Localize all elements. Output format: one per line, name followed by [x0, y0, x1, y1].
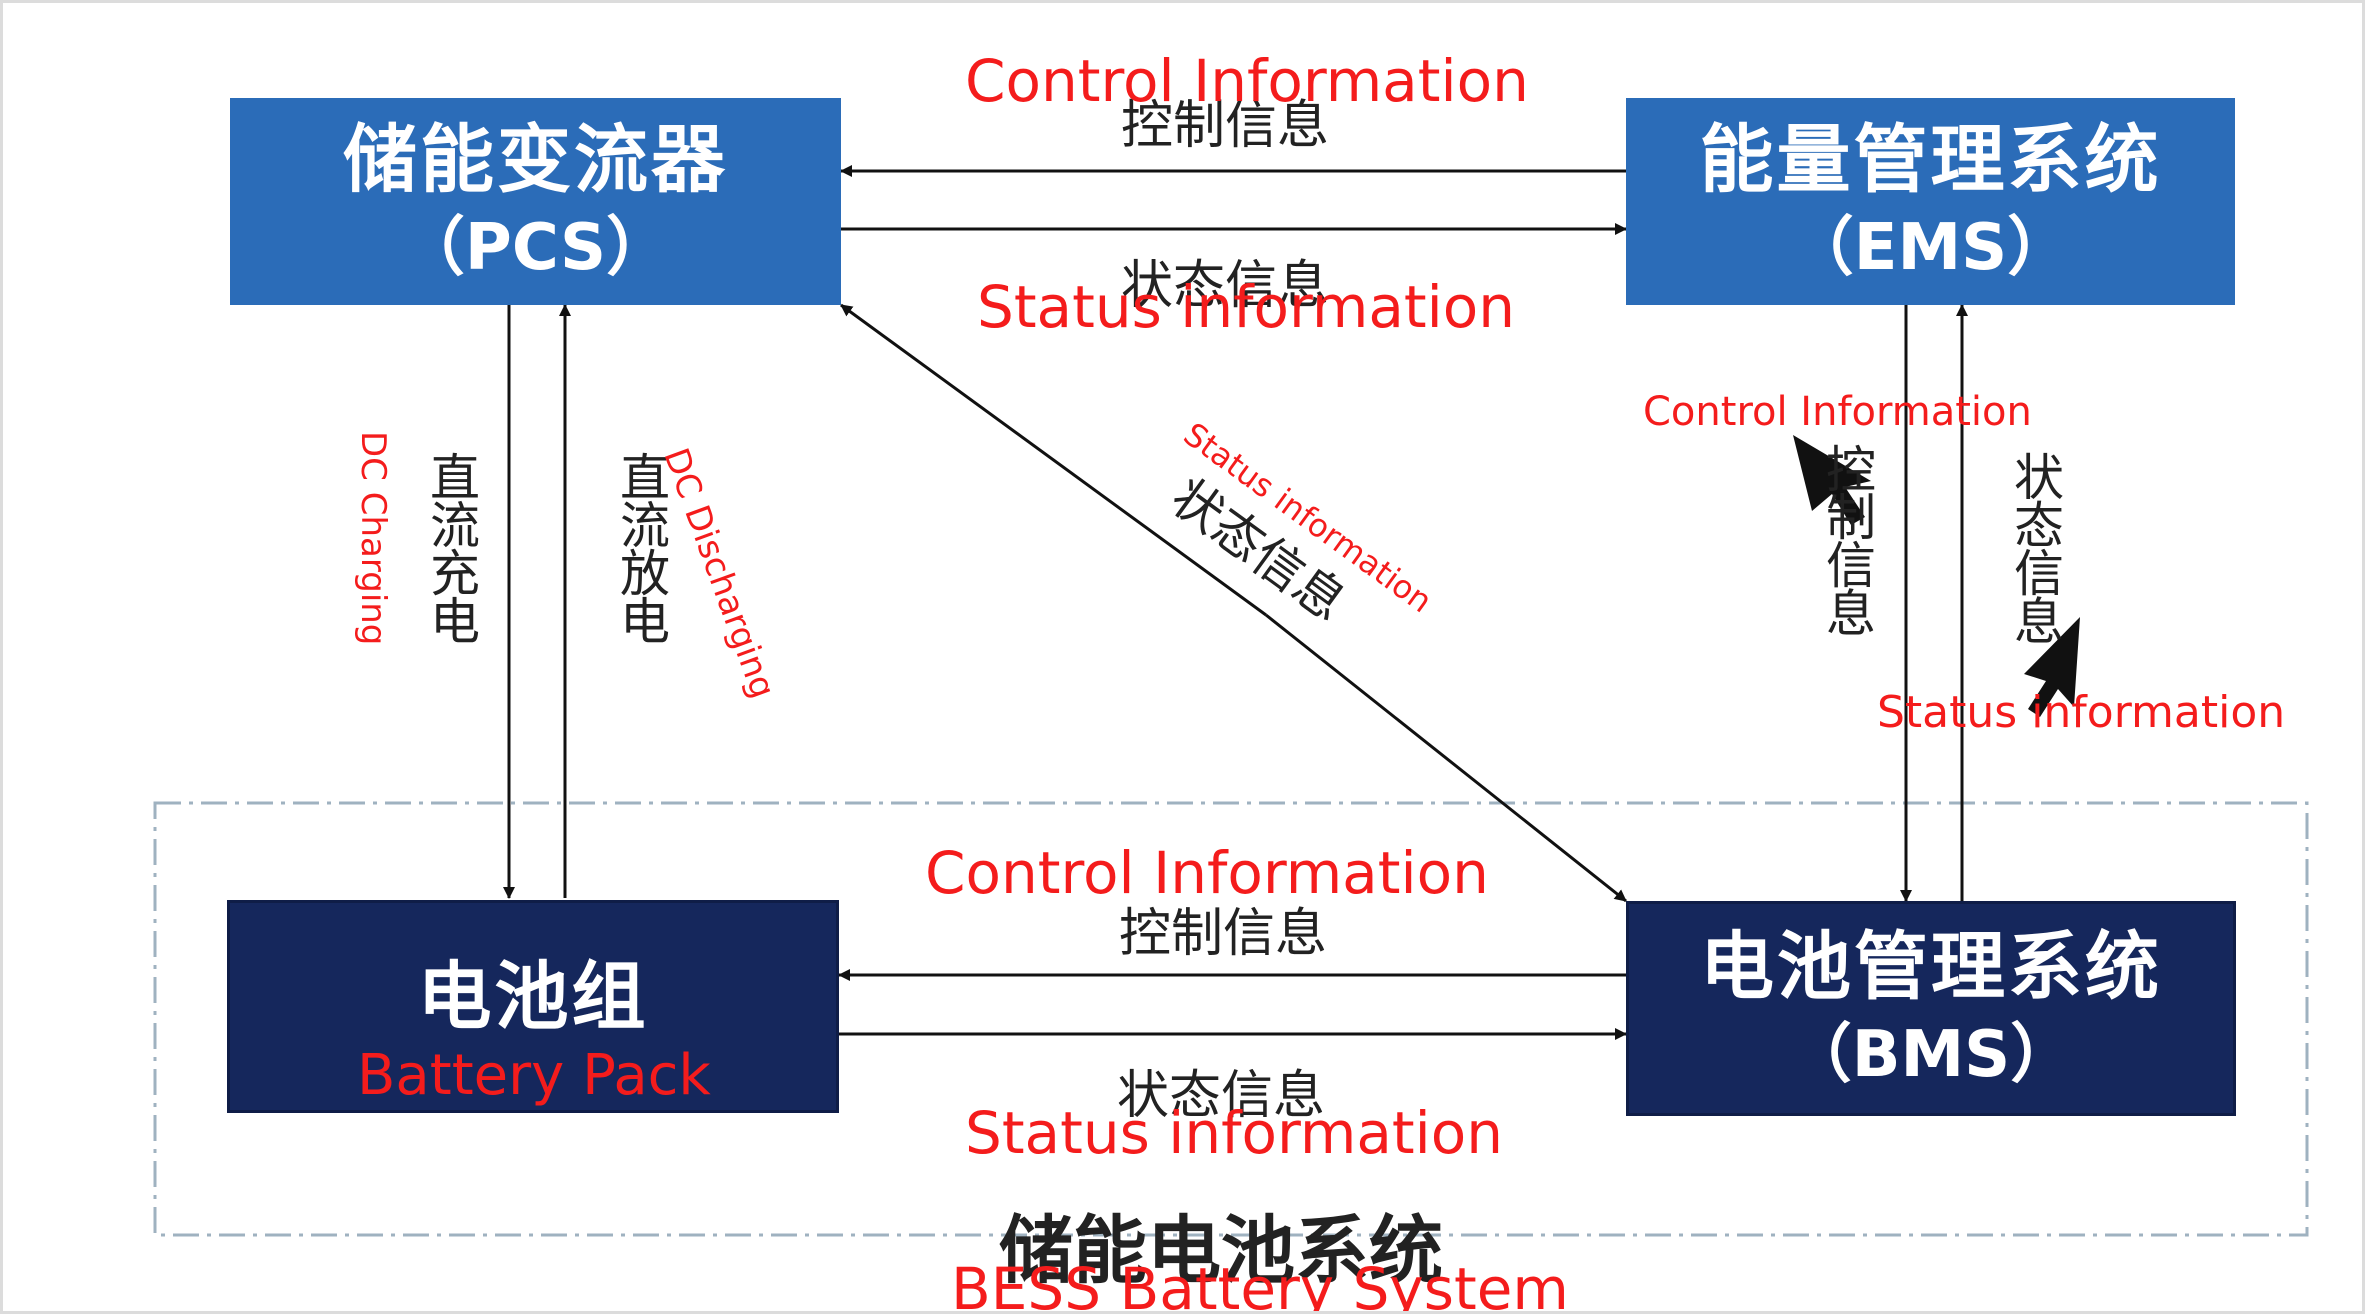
- ems-bms-control-label-en: Control Information: [1643, 389, 2032, 435]
- bms-ems-status-label-zh: 状态信息: [2006, 451, 2064, 643]
- ems-abbr: （EMS）: [1789, 210, 2072, 285]
- battery-bms-status-label-en: Status information: [965, 1099, 1504, 1167]
- ems-pcs-control-label-zh: 控制信息: [1121, 96, 1330, 156]
- bms-title: 电池管理系统: [1700, 923, 2162, 1010]
- bms-abbr: （BMS）: [1787, 1017, 2075, 1092]
- ems-pcs-control-label-en: Control Information: [965, 47, 1529, 115]
- pcs-bms-status-arrow-a: [840, 303, 1267, 617]
- bess-system-boundary: [153, 801, 2309, 1237]
- pcs-abbr: （PCS）: [400, 210, 671, 285]
- dc-charging-label-zh: 直流充电: [422, 451, 480, 643]
- bms-ems-status-label-en: Status information: [1877, 687, 2286, 738]
- cursor-arrow-icon: [1793, 435, 1871, 525]
- bms-battery-control-label-en: Control Information: [925, 839, 1489, 907]
- connector-layer: [153, 165, 2309, 1237]
- bms-box: 电池管理系统 （BMS）: [1626, 901, 2236, 1116]
- ems-bms-control-label-zh: 控制信息: [1818, 443, 1876, 635]
- battery-bms-status-label-zh: 状态信息: [1117, 1066, 1326, 1126]
- bms-battery-control-label-zh: 控制信息: [1119, 904, 1328, 964]
- battery-pack-english-label: Battery Pack: [357, 1043, 711, 1108]
- pcs-title: 储能变流器: [343, 116, 728, 203]
- pcs-ems-status-label-zh: 状态信息: [1121, 256, 1330, 316]
- ems-box: 能量管理系统 （EMS）: [1626, 98, 2235, 305]
- battery-pack-title: 电池组: [417, 953, 649, 1040]
- system-group-title-zh: 储能电池系统: [999, 1208, 1443, 1294]
- ems-title: 能量管理系统: [1699, 116, 2162, 203]
- pcs-bms-status-arrow-b: [1265, 613, 1627, 903]
- pcs-ems-status-label-en: Status information: [977, 273, 1516, 341]
- pcs-box: 储能变流器 （PCS）: [230, 98, 841, 305]
- dc-discharging-label-zh: 直流放电: [612, 451, 670, 643]
- cursor-arrow-icon: [2024, 617, 2080, 717]
- dc-charging-label-en: DC Charging: [353, 431, 393, 646]
- system-group-title-en: BESS Battery System: [951, 1255, 1569, 1314]
- battery-pack-box: 电池组: [227, 900, 839, 1113]
